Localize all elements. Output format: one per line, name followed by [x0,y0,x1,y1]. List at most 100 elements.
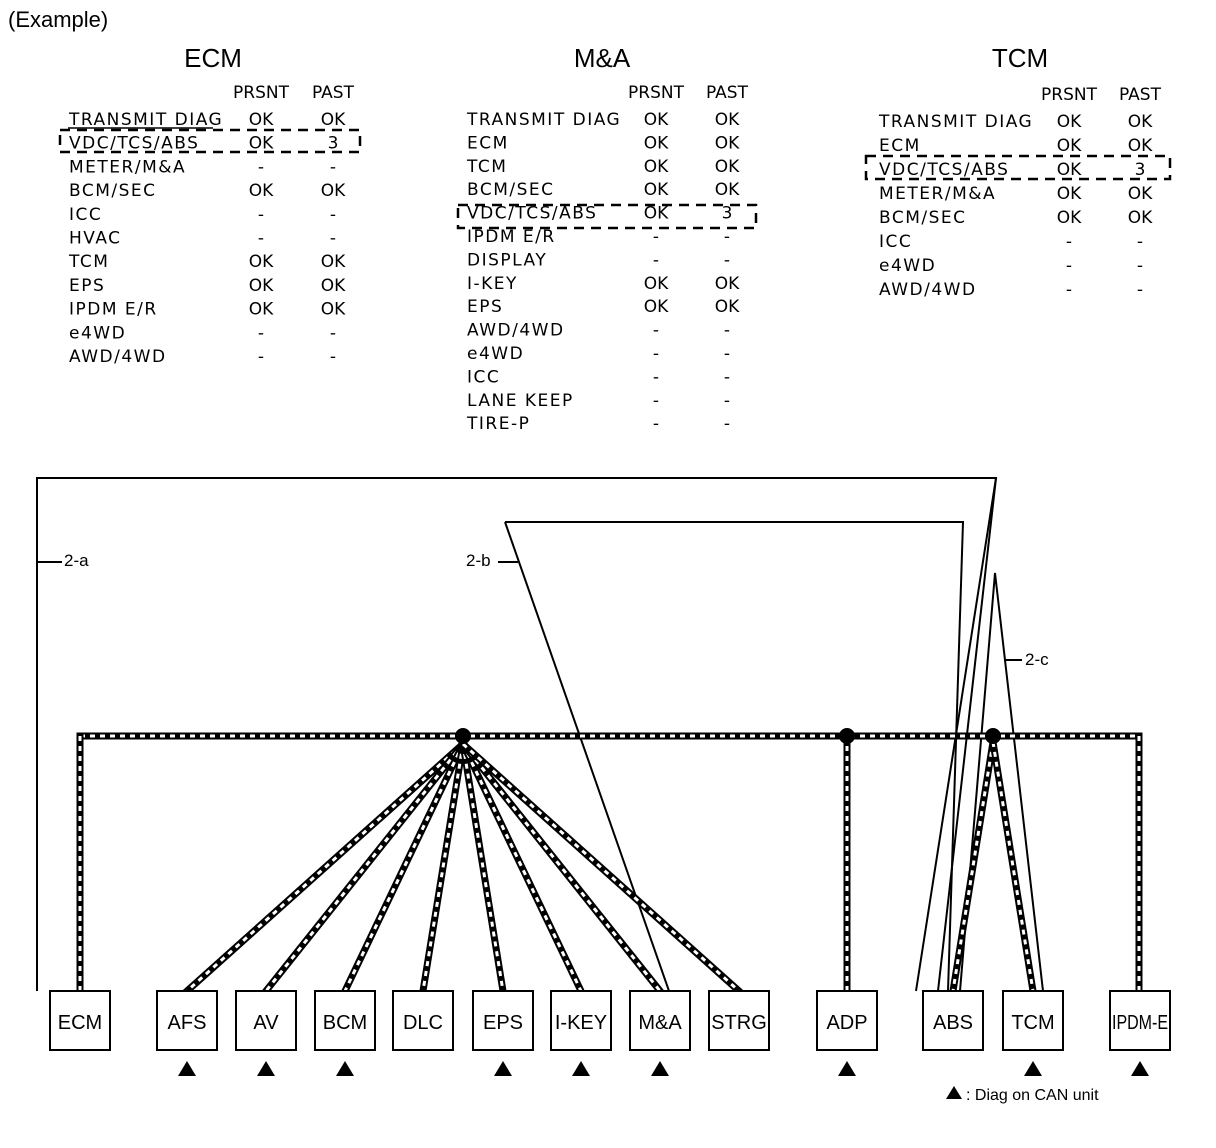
unit-box-i-key: I-KEY [550,990,612,1051]
table-row-past: 3 [722,204,733,224]
bus-junctions [455,728,1001,744]
table-row-present: OK [644,204,669,224]
table-row-past: - [724,250,730,270]
table-row-present: - [653,414,659,434]
table-row-present: OK [249,300,274,320]
diagnosis-paths [36,477,1044,992]
unit-box-strg: STRG [708,990,770,1051]
table-row-name: e4WD [467,344,524,364]
table-row-present: - [653,344,659,364]
highlight-box [864,154,1172,181]
triangle-icon [946,1086,962,1099]
table-row-past: - [1137,232,1143,252]
can-bus [76,732,1143,996]
table-row-present: OK [644,180,669,200]
bus-branch-av [261,739,468,996]
table-row-present: - [258,157,264,177]
table-row-past: OK [1128,184,1153,204]
triangle-icon [651,1061,669,1076]
table-row-past: OK [321,181,346,201]
unit-label: AV [253,1012,279,1034]
bus-branch-tcm [988,737,1038,996]
unit-label: AFS [168,1012,207,1034]
table-row-past: 3 [328,134,339,154]
triangle-icon [572,1061,590,1076]
legend: : Diag on CAN unit [946,1086,1099,1104]
table-row-present: - [1066,280,1072,300]
table-row-name: AWD/4WD [467,321,565,341]
table-row-name: TRANSMIT DIAG [878,112,1033,132]
table-row-name: ICC [69,205,102,225]
unit-box-frame [472,990,534,1051]
table-row-past: - [330,229,336,249]
table-row-present: OK [644,110,669,130]
table-row-past: - [724,227,730,247]
table-row-present: - [1066,256,1072,276]
table-row-present: OK [249,181,274,201]
table-row-present: OK [1057,208,1082,228]
table-row-present: - [1066,232,1072,252]
table-title: M&A [574,43,631,73]
table-row-name: TRANSMIT DIAG [68,110,223,130]
column-header-prsnt: PRSNT [233,83,290,103]
unit-box-frame [1002,990,1064,1051]
unit-box-dlc: DLC [392,990,454,1051]
diag-path-2b-right [505,521,965,992]
diag-markers [178,1061,1149,1076]
table-row-name: e4WD [69,323,126,343]
triangle-icon [838,1061,856,1076]
table-row-name: TCM [466,157,507,177]
table-row-name: TRANSMIT DIAG [466,110,621,130]
table-row-name: DISPLAY [467,250,547,270]
triangle-icon [257,1061,275,1076]
unit-box-frame [235,990,297,1051]
unit-label: TCM [1011,1012,1054,1034]
table-row-past: OK [1128,208,1153,228]
column-header-past: PAST [1119,85,1162,105]
unit-box-ipdm-e: IPDM-E [1109,990,1171,1051]
bus-branch-afs [182,739,468,996]
unit-label: DLC [403,1012,443,1034]
table-row-name: ECM [879,136,921,156]
table-row-past: OK [1128,136,1153,156]
table-row-past: 3 [1135,160,1146,180]
table-row-name: AWD/4WD [879,280,977,300]
table-row-present: OK [249,134,274,154]
table-row-name: I-KEY [467,274,518,294]
bus-junction-node [985,728,1001,744]
table-row-past: - [330,323,336,343]
unit-box-frame [550,990,612,1051]
table-row-past: - [1137,256,1143,276]
unit-box-frame [922,990,984,1051]
unit-label: BCM [323,1012,367,1034]
bus-junction-node [839,728,855,744]
table-row-past: OK [321,110,346,130]
table-row-name: BCM/SEC [467,180,555,200]
table-row-past: OK [321,276,346,296]
bus-branch-bcm [340,739,468,996]
table-row-past: - [724,321,730,341]
unit-label: I-KEY [555,1012,607,1034]
table-row-name: ECM [467,133,509,153]
unit-box-av: AV [235,990,297,1051]
column-header-prsnt: PRSNT [1041,85,1098,105]
unit-box-frame [629,990,691,1051]
table-row-past: - [724,344,730,364]
table-row-past: OK [715,133,740,153]
table-row-present: OK [1057,112,1082,132]
table-row-present: OK [249,252,274,272]
table-row-name: LANE KEEP [467,391,574,411]
diag-path-2b-left [504,521,670,992]
column-header-past: PAST [312,83,355,103]
table-row-past: OK [715,297,740,317]
line-label-2a: 2-a [64,551,89,570]
table-row-name: METER/M&A [879,184,996,204]
triangle-icon [1024,1061,1042,1076]
table-row-present: OK [644,274,669,294]
triangle-icon [494,1061,512,1076]
unit-box-frame [1109,990,1171,1051]
table-row-past: OK [715,274,740,294]
table-row-present: OK [1057,136,1082,156]
